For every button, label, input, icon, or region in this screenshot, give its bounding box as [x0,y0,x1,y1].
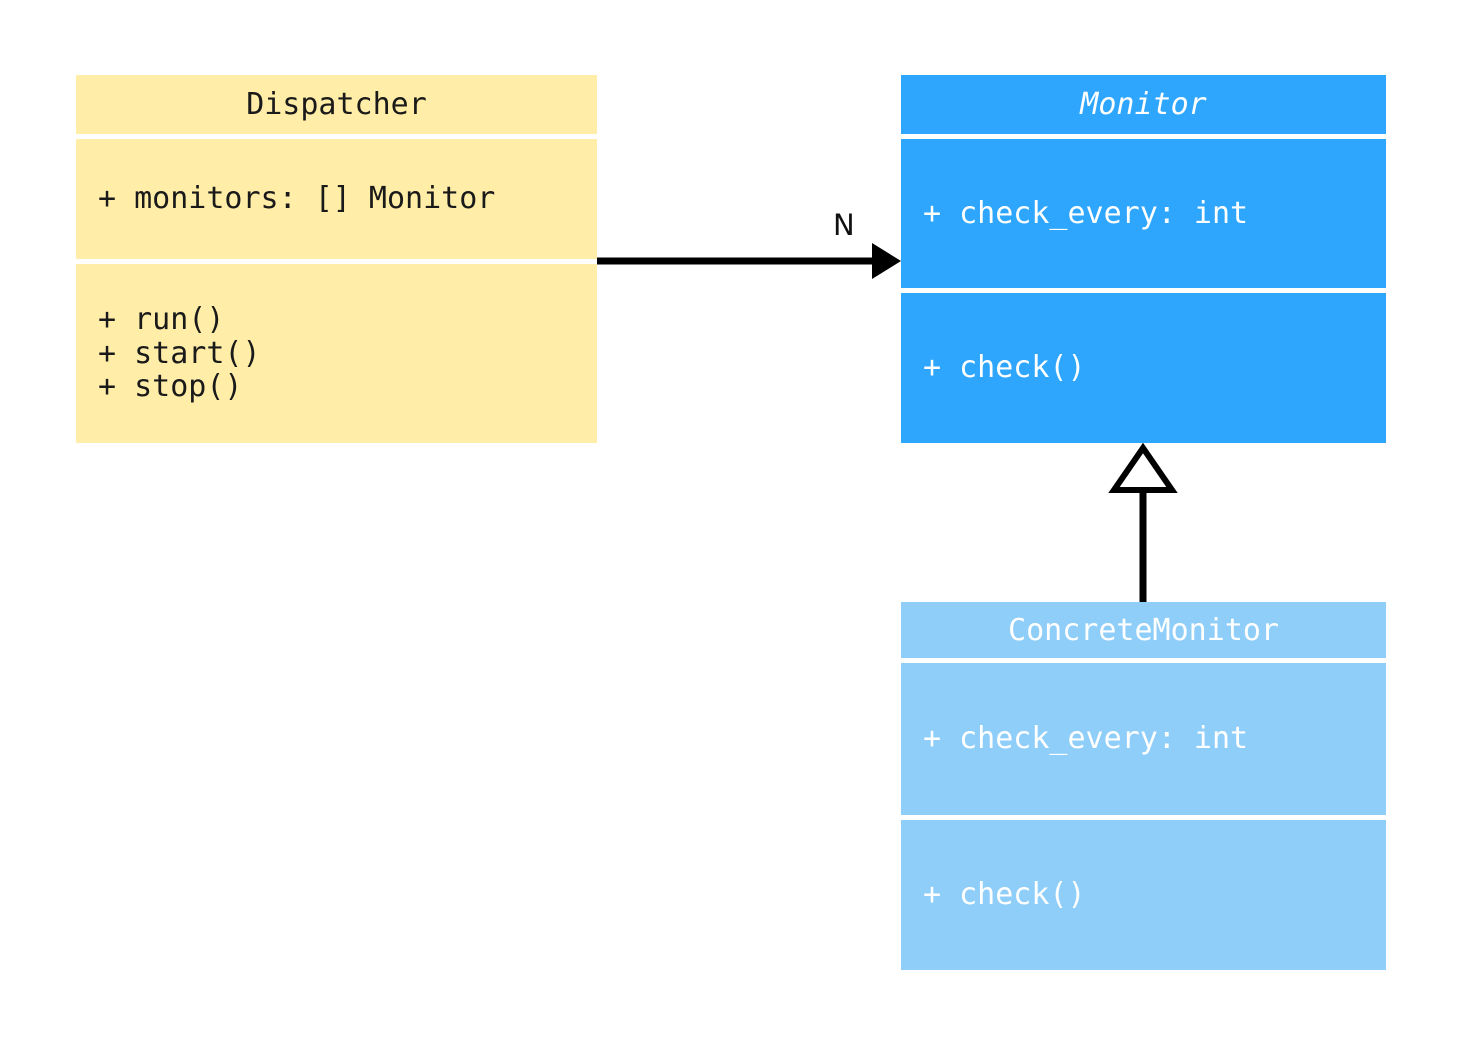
method-row: + start() [98,335,261,371]
class-attributes-monitor: + check_every: int [901,139,1386,288]
uml-class-dispatcher[interactable]: Dispatcher + monitors: [] Monitor + run(… [76,75,597,443]
generalization-concretemonitor-to-monitor [1108,442,1178,602]
class-attributes-concretemonitor: + check_every: int [901,663,1386,815]
class-methods-concretemonitor: + check() [901,820,1386,970]
attribute-row: + check_every: int [923,721,1249,757]
attribute-row: + check_every: int [923,195,1249,231]
class-title-monitor: Monitor [901,75,1386,134]
class-methods-monitor: + check() [901,293,1386,443]
association-multiplicity-label: N [833,208,855,242]
generalization-hollow-triangle-icon [1108,442,1178,493]
association-dispatcher-to-monitor [597,243,901,279]
method-row: + run() [98,302,225,338]
method-row: + check() [923,350,1086,386]
uml-class-concretemonitor[interactable]: ConcreteMonitor + check_every: int + che… [901,602,1386,970]
method-row: + stop() [98,369,243,405]
method-row: + check() [923,877,1086,913]
uml-class-monitor[interactable]: Monitor + check_every: int + check() [901,75,1386,443]
class-title-dispatcher: Dispatcher [76,75,597,134]
class-methods-dispatcher: + run() + start() + stop() [76,264,597,443]
association-arrowhead-icon [872,243,901,279]
class-title-concretemonitor: ConcreteMonitor [901,602,1386,658]
attribute-row: + monitors: [] Monitor [98,181,496,217]
class-attributes-dispatcher: + monitors: [] Monitor [76,139,597,259]
